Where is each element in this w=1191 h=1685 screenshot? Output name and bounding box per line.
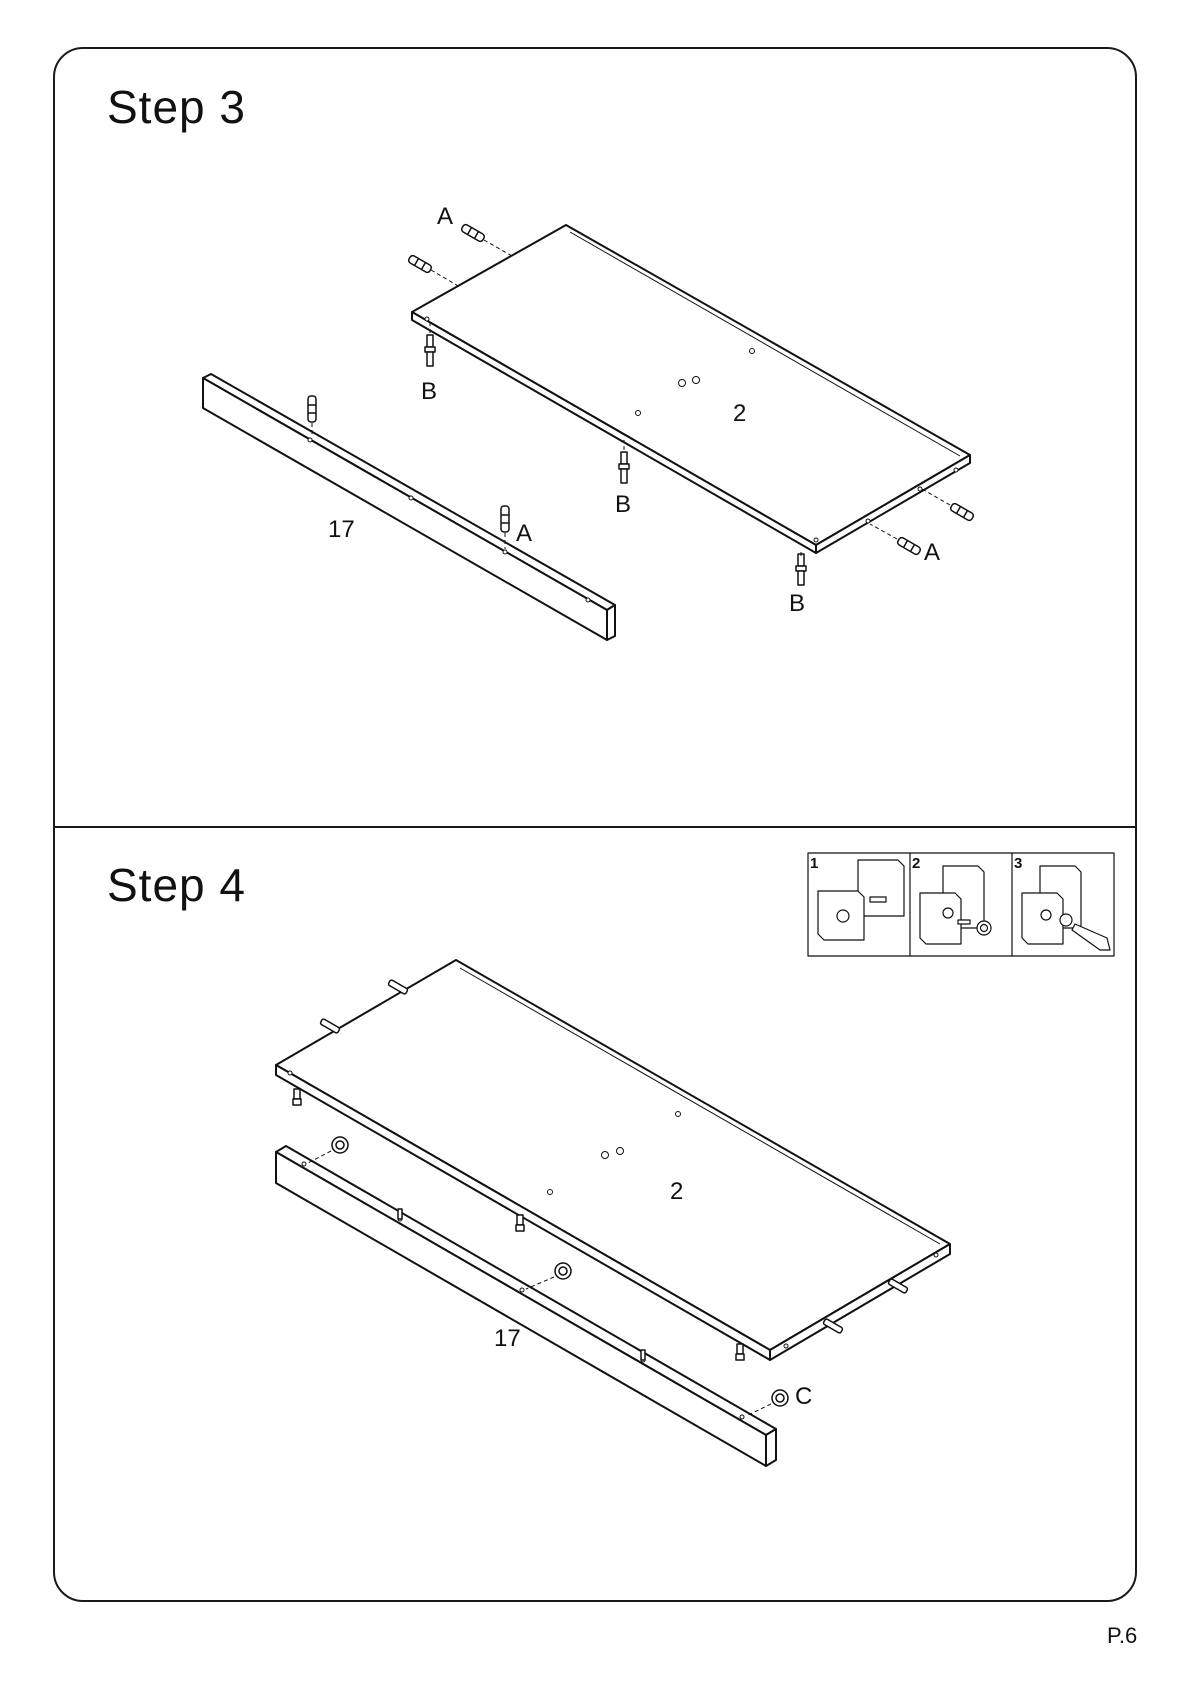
label-b-left: B [421,378,437,405]
rail-17-step3 [203,374,615,640]
cam-lock-inset [808,853,1114,956]
label-a-rail: A [516,520,532,547]
label-panel-2-step3: 2 [733,400,746,427]
inset-label-1: 1 [810,855,818,872]
label-rail-17-step3: 17 [328,516,355,543]
panel-2-step4 [276,960,950,1360]
label-panel-2-step4: 2 [670,1178,683,1205]
label-rail-17-step4: 17 [494,1325,521,1352]
inset-label-2: 2 [912,855,920,872]
label-a-top: A [437,203,453,230]
label-b-right: B [789,590,805,617]
panel-2-step3 [412,225,970,553]
label-b-middle: B [615,491,631,518]
label-a-right: A [924,539,940,566]
inset-label-3: 3 [1014,855,1022,872]
label-c: C [795,1383,812,1410]
